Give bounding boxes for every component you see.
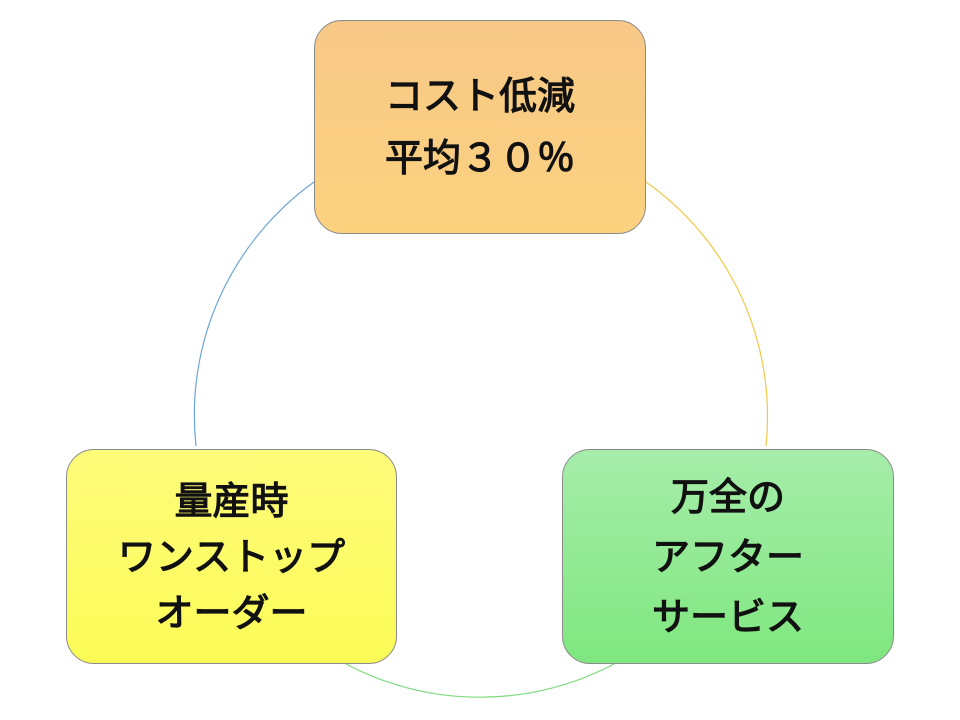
node-cost-reduction-line-1: コスト低減 — [384, 74, 575, 118]
node-one-stop-order-line-3: オーダー — [155, 590, 308, 635]
node-one-stop-order-line-2: ワンストップ — [117, 534, 346, 579]
arc-right-to-left — [345, 663, 615, 698]
node-after-service-line-1: 万全の — [670, 474, 785, 519]
node-cost-reduction-line-2: 平均３０％ — [384, 136, 575, 180]
node-one-stop-order: 量産時 ワンストップ オーダー — [66, 449, 397, 664]
arc-top-to-right — [645, 181, 769, 447]
arc-left-to-top — [193, 181, 315, 447]
node-after-service: 万全の アフター サービス — [562, 449, 894, 664]
node-one-stop-order-line-1: 量産時 — [174, 478, 289, 523]
node-after-service-line-2: アフター — [651, 534, 804, 579]
node-cost-reduction: コスト低減 平均３０％ — [314, 20, 646, 234]
node-after-service-line-3: サービス — [651, 594, 804, 639]
